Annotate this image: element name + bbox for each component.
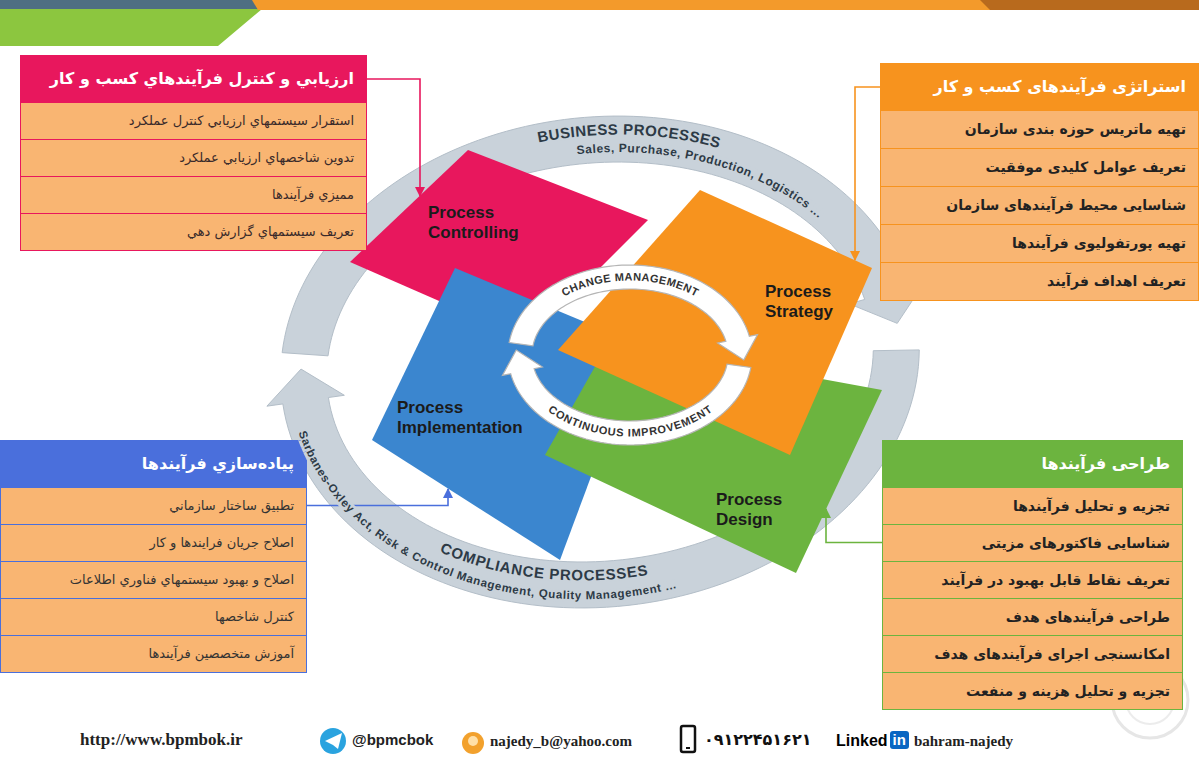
process-panel: ارزيابي و کنترل فرآيندهاي کسب و کار استقر… xyxy=(20,55,367,251)
panel-item: استقرار سيستمهاي ارزيابي کنترل عملکرد xyxy=(21,102,366,139)
phone-icon xyxy=(681,726,695,752)
leader-arrow xyxy=(367,79,420,196)
top-band xyxy=(0,9,262,46)
item-text: تجزیه و تحلیل فرآیندها xyxy=(895,497,1170,516)
top-bar xyxy=(0,0,262,9)
glyph: A xyxy=(624,271,633,282)
glyph: S xyxy=(708,133,722,150)
item-text: تعریف اهداف فرآیند xyxy=(893,272,1186,291)
website: http://www.bpmbok.ir xyxy=(80,730,242,750)
item-text: اصلاح و بهبود سيستمهاي فناوري اطلاعات xyxy=(13,571,294,589)
item-text: شناسایی فاکتورهای مزیتی xyxy=(895,534,1170,553)
panel-heading: پياده‌سازي فرآيندها xyxy=(1,441,306,487)
phone-number: ۰۹۱۲۲۴۵۱۶۲۱ xyxy=(704,730,811,749)
mail-icon xyxy=(462,732,484,754)
square-shape xyxy=(350,150,648,340)
item-text: تجزیه و تحلیل هزینه و منفعت xyxy=(895,682,1170,701)
panel-item: تجزیه و تحلیل هزینه و منفعت xyxy=(883,672,1182,709)
leader-arrow xyxy=(855,87,880,260)
process-panel: پياده‌سازي فرآيندها تطبيق ساختار سازماني ا… xyxy=(0,440,307,673)
panel-item: امکانسنجی اجرای فرآیندهای هدف xyxy=(883,635,1182,672)
glyph: M xyxy=(585,590,595,602)
panel-item: مميزي فرآيندها xyxy=(21,176,366,213)
leader-arrow xyxy=(826,509,882,543)
panel-item: تعریف اهداف فرآیند xyxy=(881,262,1198,300)
square-label: Process Strategy xyxy=(765,282,833,321)
panel-item: آموزش متخصصين فرآيندها xyxy=(1,635,306,672)
phone-icon xyxy=(686,747,690,749)
item-text: کنترل شاخصها xyxy=(13,608,294,626)
item-text: تطبيق ساختار سازماني xyxy=(13,497,294,515)
top-bar xyxy=(252,0,1199,10)
mail-icon xyxy=(468,736,478,746)
glyph: S xyxy=(597,122,608,137)
item-text: طراحی فرآیندهای هدف xyxy=(895,608,1170,627)
square-shape xyxy=(545,340,882,573)
glyph: C xyxy=(583,567,595,582)
panel-item: تدوين شاخصهاي ارزيابي عملکرد xyxy=(21,139,366,176)
telegram-id: @bpmcbok xyxy=(352,731,433,749)
glyph: E xyxy=(586,122,598,138)
process-square: Process Design xyxy=(545,340,882,573)
panel-item: تطبيق ساختار سازماني xyxy=(1,487,306,524)
panel-item: شناسایی محیط فرآیندهای سازمان xyxy=(881,186,1198,224)
process-panel: طراحی فرآیندها تجزیه و تحلیل فرآیندها شناس… xyxy=(882,440,1183,710)
panel-item: شناسایی فاکتورهای مزیتی xyxy=(883,524,1182,561)
glyph: y xyxy=(575,590,582,602)
item-text: اصلاح جريان فرايندها و کار xyxy=(13,534,294,552)
panel-heading: ارزيابي و کنترل فرآيندهاي کسب و کار xyxy=(21,56,366,102)
panel-heading: استراتژی فرآیندهای کسب و کار xyxy=(881,64,1198,110)
glyph: O xyxy=(571,567,583,582)
glyph: P xyxy=(618,142,627,154)
telegram-icon xyxy=(320,728,346,754)
process-square: Process Controlling xyxy=(350,150,648,340)
glyph: M xyxy=(614,272,624,284)
square-shape xyxy=(545,340,882,573)
item-text: آموزش متخصصين فرآيندها xyxy=(13,645,294,663)
item-text: تعریف عوامل کلیدی موفقیت xyxy=(893,158,1186,177)
item-text: تهیه پورتفولیوی فرآیندها xyxy=(893,234,1186,253)
square-label: Process Controlling xyxy=(428,203,519,242)
square-label: Process Implementation xyxy=(397,398,523,437)
panel-item: تهیه پورتفولیوی فرآیندها xyxy=(881,224,1198,262)
item-text: مميزي فرآيندها xyxy=(33,186,354,204)
glyph: S xyxy=(607,122,618,137)
panel-item: طراحی فرآیندهای هدف xyxy=(883,598,1182,635)
panel-item: تعریف نقاط قابل بهبود در فرآیند xyxy=(883,561,1182,598)
item-text: تهیه ماتریس حوزه بندی سازمان xyxy=(893,120,1186,139)
panel-item: کنترل شاخصها xyxy=(1,598,306,635)
process-square: Process Strategy xyxy=(558,190,872,455)
linkedin-logo: Linked xyxy=(836,731,888,750)
telegram-icon xyxy=(325,733,342,749)
item-text: شناسایی محیط فرآیندهای سازمان xyxy=(893,196,1186,215)
panel-item: تعریف عوامل کلیدی موفقیت xyxy=(881,148,1198,186)
panel-item: تعريف سيستمهاي گزارش دهي xyxy=(21,213,366,250)
square-shape xyxy=(558,190,872,455)
item-text: تعریف نقاط قابل بهبود در فرآیند xyxy=(895,571,1170,590)
item-text: تعريف سيستمهاي گزارش دهي xyxy=(33,223,354,241)
panel-item: تجزیه و تحلیل فرآیندها xyxy=(883,487,1182,524)
email: najedy_b@yahoo.com xyxy=(490,732,632,750)
item-text: استقرار سيستمهاي ارزيابي کنترل عملکرد xyxy=(33,112,354,130)
panel-item: اصلاح جريان فرايندها و کار xyxy=(1,524,306,561)
process-square: Process Implementation xyxy=(372,268,640,560)
item-text: تدوين شاخصهاي ارزيابي عملکرد xyxy=(33,149,354,167)
item-text: امکانسنجی اجرای فرآیندهای هدف xyxy=(895,645,1170,664)
glyph: R xyxy=(559,567,571,582)
process-panel: استراتژی فرآیندهای کسب و کار تهیه ماتریس … xyxy=(880,63,1199,301)
square-label: Process Design xyxy=(716,490,782,529)
glyph: P xyxy=(623,122,634,137)
linkedin-logo: in xyxy=(890,731,909,749)
glyph: S xyxy=(636,562,649,578)
panel-item: تهیه ماتریس حوزه بندی سازمان xyxy=(881,110,1198,148)
top-bar xyxy=(980,0,1199,10)
panel-item: اصلاح و بهبود سيستمهاي فناوري اطلاعات xyxy=(1,561,306,598)
linkedin-id: bahram-najedy xyxy=(914,732,1013,750)
panel-heading: طراحی فرآیندها xyxy=(883,441,1182,487)
